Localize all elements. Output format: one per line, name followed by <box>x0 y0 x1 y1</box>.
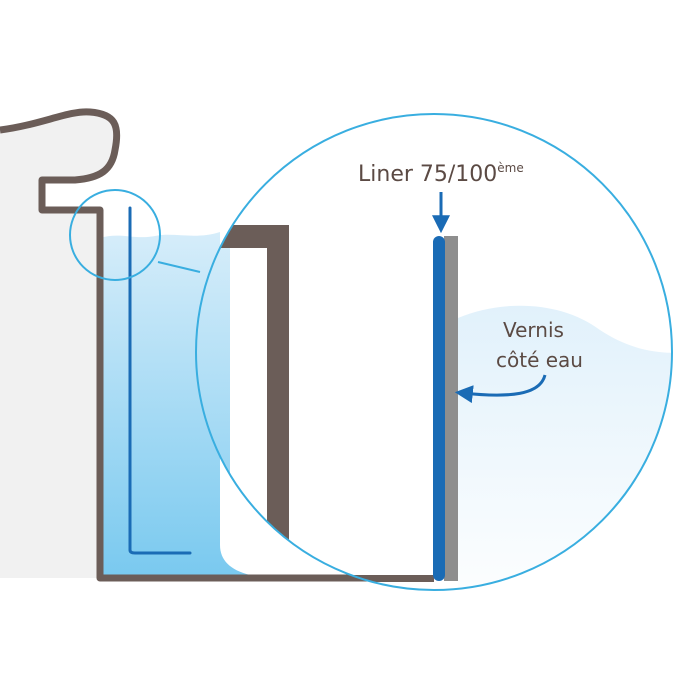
liner-label-sup: ème <box>497 161 523 175</box>
vernis-label: Vernis côté eau <box>496 318 583 372</box>
pool-water <box>100 232 400 578</box>
detail-marker-circle <box>69 189 161 281</box>
pool-wall <box>0 108 400 582</box>
zoom-wall <box>200 225 289 545</box>
zoom-circle <box>195 113 673 591</box>
ground-area <box>0 111 117 578</box>
liner-label-main: Liner 75/100 <box>358 162 497 187</box>
vernis-arrow <box>454 374 547 404</box>
zoom-connector-line <box>157 261 201 273</box>
vernis-label-line2: côté eau <box>496 348 583 372</box>
liner-label: Liner 75/100ème <box>358 161 524 187</box>
varnish-layer <box>444 236 458 581</box>
liner-overview <box>128 206 192 555</box>
vernis-label-line1: Vernis <box>503 318 564 342</box>
liner-detail <box>433 236 445 581</box>
